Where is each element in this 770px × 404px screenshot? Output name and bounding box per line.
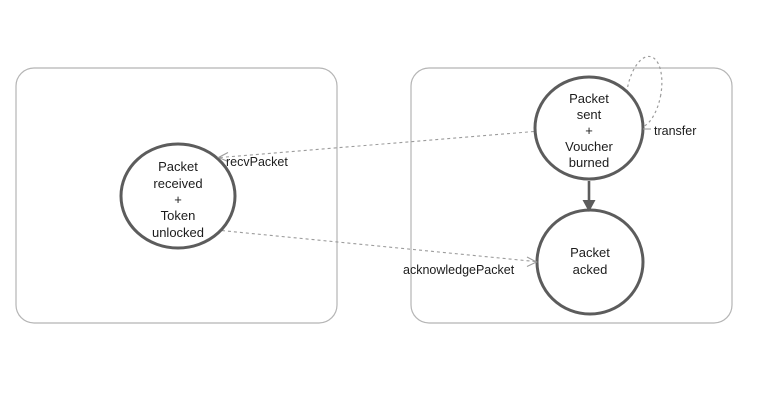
state-packet-received bbox=[119, 142, 237, 250]
acknowledge-packet-edge bbox=[215, 229, 541, 263]
state-packet-received-text: Packet received + Token unlocked bbox=[152, 159, 204, 240]
right-chain-box bbox=[410, 67, 733, 324]
state-line: Packet bbox=[570, 245, 610, 260]
sent-to-acked-arrowhead bbox=[582, 200, 596, 212]
state-line: + bbox=[585, 123, 593, 138]
state-line: Voucher bbox=[565, 139, 613, 154]
state-line: Token bbox=[161, 208, 196, 223]
state-line: Packet bbox=[569, 91, 609, 106]
state-packet-sent-text: Packet sent + Voucher burned bbox=[565, 91, 613, 170]
state-packet-sent bbox=[533, 75, 645, 181]
state-line: received bbox=[153, 176, 202, 191]
acknowledge-packet-arrowhead-icon bbox=[526, 256, 538, 267]
state-line: Packet bbox=[158, 159, 198, 174]
state-line: sent bbox=[577, 107, 602, 122]
state-line: + bbox=[174, 192, 182, 207]
state-line: burned bbox=[569, 155, 609, 170]
recv-packet-label: recvPacket bbox=[226, 155, 288, 169]
state-line: acked bbox=[573, 262, 608, 277]
transfer-self-loop-edge bbox=[625, 55, 663, 129]
state-packet-acked-text: Packet acked bbox=[570, 245, 610, 277]
transfer-label: transfer bbox=[654, 124, 696, 138]
state-line: unlocked bbox=[152, 225, 204, 240]
recv-packet-arrowhead-icon bbox=[217, 152, 229, 163]
recv-packet-edge bbox=[213, 130, 541, 159]
acknowledge-packet-label: acknowledgePacket bbox=[403, 263, 515, 277]
